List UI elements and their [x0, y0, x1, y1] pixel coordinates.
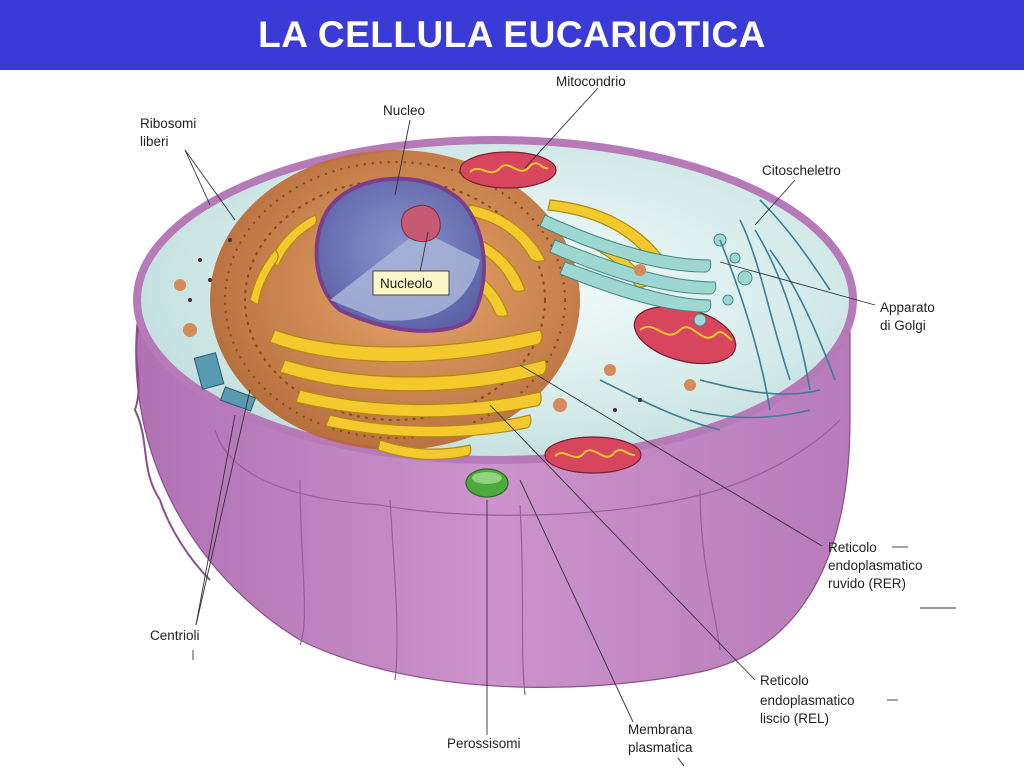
nucleolus [401, 204, 441, 243]
labels: Ribosomi liberi Nucleo Mitocondrio Citos… [140, 74, 935, 755]
label-rel-3: liscio (REL) [760, 711, 829, 726]
label-rer-2: endoplasmatico [828, 558, 923, 573]
nucleolo-label-box [372, 270, 450, 296]
label-citoscheletro: Citoscheletro [762, 163, 841, 178]
label-mitocondrio: Mitocondrio [556, 74, 626, 89]
label-apparato-golgi-1: Apparato [880, 300, 935, 315]
title-bar: LA CELLULA EUCARIOTICA [0, 0, 1024, 70]
leader-lines [184, 87, 956, 767]
label-perossisomi: Perossisomi [447, 736, 521, 751]
label-ribosomi-liberi-1: Ribosomi [140, 116, 196, 131]
page-title: LA CELLULA EUCARIOTICA [258, 14, 766, 55]
label-rel-2: endoplasmatico [760, 693, 855, 708]
peroxisome [465, 468, 509, 498]
label-nucleolo: Nucleolo [380, 276, 433, 291]
label-rer-1: Reticolo [828, 540, 877, 555]
label-nucleo: Nucleo [383, 103, 425, 118]
golgi-apparatus [539, 214, 753, 327]
nucleus [314, 176, 486, 333]
label-membrana-2: plasmatica [628, 740, 693, 755]
free-ribosomes [174, 238, 696, 412]
label-rer-3: ruvido (RER) [828, 576, 906, 591]
label-centrioli: Centrioli [150, 628, 200, 643]
label-membrana-1: Membrana [628, 722, 693, 737]
label-rel-1: Reticolo [760, 673, 809, 688]
label-apparato-golgi-2: di Golgi [880, 318, 926, 333]
label-ribosomi-liberi-2: liberi [140, 134, 169, 149]
mitochondria-cristae [469, 162, 733, 459]
